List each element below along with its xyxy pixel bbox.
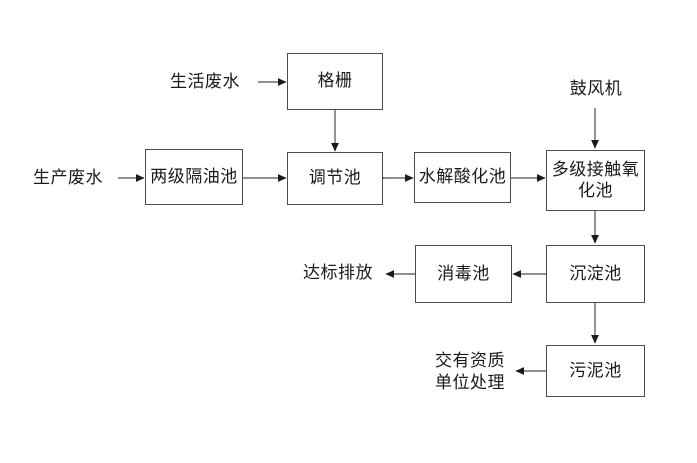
- label-compliant-discharge: 达标排放: [303, 263, 373, 283]
- node-sludge-tank[interactable]: 污泥池: [546, 345, 645, 397]
- node-sedimentation-tank[interactable]: 沉淀池: [546, 245, 645, 303]
- label-qualified-unit-treatment: 交有资质 单位处理: [435, 351, 505, 392]
- node-regulating-tank[interactable]: 调节池: [287, 152, 383, 205]
- label-blower: 鼓风机: [569, 79, 623, 99]
- node-oil-separation[interactable]: 两级隔油池: [145, 149, 243, 205]
- label-production-wastewater: 生产废水: [33, 168, 103, 188]
- node-contact-oxidation[interactable]: 多级接触氧 化池: [546, 150, 645, 211]
- node-grille[interactable]: 格栅: [287, 53, 383, 110]
- node-disinfection-tank[interactable]: 消毒池: [415, 245, 512, 303]
- label-domestic-wastewater: 生活废水: [170, 72, 240, 92]
- node-hydrolysis-acidification[interactable]: 水解酸化池: [414, 152, 511, 203]
